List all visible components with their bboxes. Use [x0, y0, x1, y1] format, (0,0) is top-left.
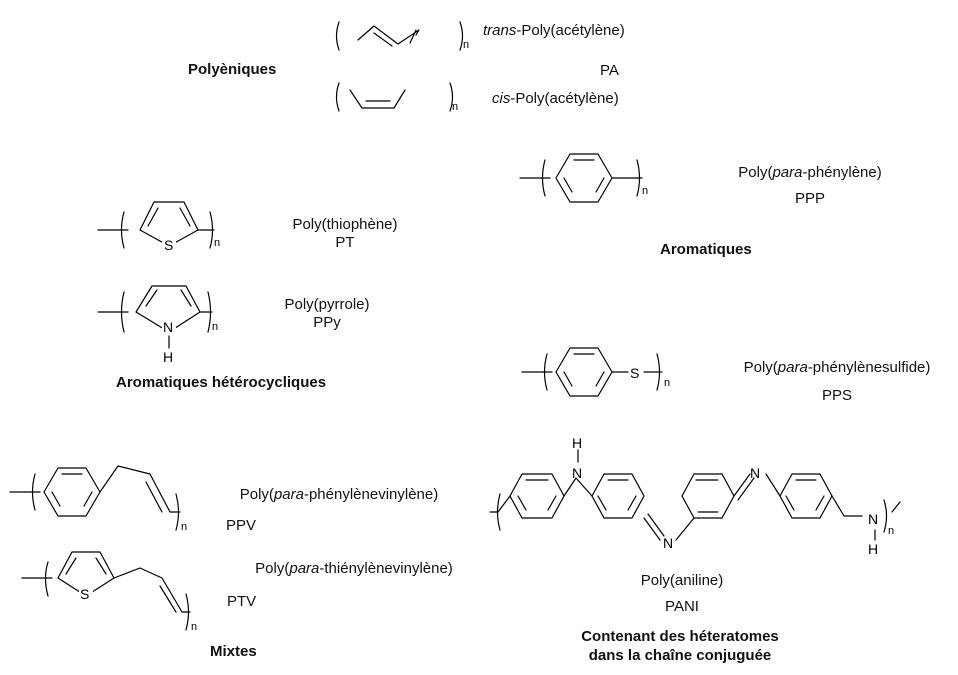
label-ppv-name: Poly(para-phénylènevinylène) [199, 486, 479, 504]
structure-cis-polyacetylene: n [335, 82, 458, 113]
subscript-n: n [452, 101, 458, 113]
structure-polypyrrole: n N H [97, 285, 218, 365]
subscript-n: n [463, 39, 469, 51]
pps-after: -phénylènesulfide) [807, 359, 931, 376]
label-pps-name: Poly(para-phénylènesulfide) [717, 359, 957, 377]
label-cis-prefix: cis [492, 90, 511, 107]
label-ppv: Poly(para-phénylènevinylène) [199, 486, 479, 504]
label-pa-abbr: PA [600, 62, 619, 79]
nitrogen-atom: N [663, 535, 673, 551]
label-pt-abbr: PT [335, 234, 355, 251]
nitrogen-atom: N [163, 319, 173, 335]
subscript-n: n [191, 621, 197, 633]
label-cis-polyacetylene: cis-Poly(acétylène) [492, 90, 619, 108]
label-ppp-abbr: PPP [794, 190, 825, 207]
sulfur-atom: S [80, 586, 89, 602]
nitrogen-atom: N [750, 465, 760, 481]
structure-ppp: n [519, 153, 648, 203]
structure-pps: S n [521, 347, 670, 397]
ppv-before: Poly( [239, 486, 274, 503]
ptv-before: Poly( [255, 560, 290, 577]
ppp-italic: para [772, 164, 803, 181]
label-pani-name: Poly(aniline) [640, 572, 724, 589]
structure-ppv: n [9, 465, 187, 533]
structure-trans-polyacetylene: n [335, 21, 469, 51]
ppv-after: -phénylènevinylène) [303, 486, 439, 503]
ppp-after: -phénylène) [802, 164, 882, 181]
nitrogen-atom: N [868, 511, 878, 527]
label-trans-polyacetylene: trans-Poly(acétylène) [483, 22, 625, 40]
structure-pani: N H N N N H n [489, 435, 901, 557]
label-pt-name: Poly(thiophène) [292, 216, 398, 233]
sulfur-atom: S [164, 237, 173, 253]
category-heteroatomes: Contenant des héteratomes dans la chaîne… [565, 627, 795, 665]
label-pps: Poly(para-phénylènesulfide) PPS [717, 359, 957, 405]
ppp-before: Poly( [738, 164, 773, 181]
label-ppy-name: Poly(pyrrole) [284, 296, 370, 313]
ppv-italic: para [273, 486, 304, 503]
label-ptv-abbr: PTV [227, 593, 257, 610]
category-heterocycliques: Aromatiques hétérocycliques [116, 374, 327, 391]
hydrogen-atom: H [572, 435, 582, 451]
label-ppp-name: Poly(para-phénylène) [705, 164, 915, 182]
subscript-n: n [664, 377, 670, 389]
category-mixtes: Mixtes [210, 643, 257, 660]
hydrogen-atom: H [868, 541, 878, 557]
structure-ptv: n S [21, 551, 197, 633]
category-polyeniques: Polyèniques [188, 61, 277, 78]
pps-italic: para [777, 359, 808, 376]
label-pt: Poly(thiophène) PT [275, 216, 415, 252]
label-ppv-abbr: PPV [226, 517, 257, 534]
subscript-n: n [181, 521, 187, 533]
label-ptv: Poly(para-thiénylènevinylène) [224, 560, 484, 578]
label-cis-name: -Poly(acétylène) [510, 90, 619, 107]
subscript-n: n [214, 237, 220, 249]
label-pani-abbr: PANI [665, 598, 699, 615]
label-ppy-abbr: PPy [313, 314, 341, 331]
category-aromatiques: Aromatiques [660, 241, 752, 258]
ptv-italic: para [289, 560, 320, 577]
label-trans-name: -Poly(acétylène) [516, 22, 625, 39]
ptv-after: -thiénylènevinylène) [319, 560, 453, 577]
label-pani: Poly(aniline) PANI [622, 572, 742, 616]
sulfur-atom: S [630, 365, 639, 381]
label-ppp: Poly(para-phénylène) PPP [705, 164, 915, 208]
structure-polythiophene: n S [97, 201, 220, 253]
pps-before: Poly( [743, 359, 778, 376]
subscript-n: n [888, 525, 894, 537]
label-trans-prefix: trans [483, 22, 517, 39]
nitrogen-atom: N [572, 465, 582, 481]
hydrogen-atom: H [163, 349, 173, 365]
subscript-n: n [642, 185, 648, 197]
label-ppy: Poly(pyrrole) PPy [262, 296, 392, 332]
category-heteroatomes-line2: dans la chaîne conjuguée [588, 647, 772, 664]
category-heteroatomes-line1: Contenant des héteratomes [581, 628, 779, 645]
label-pps-abbr: PPS [821, 387, 852, 404]
label-ptv-name: Poly(para-thiénylènevinylène) [224, 560, 484, 578]
subscript-n: n [212, 321, 218, 333]
